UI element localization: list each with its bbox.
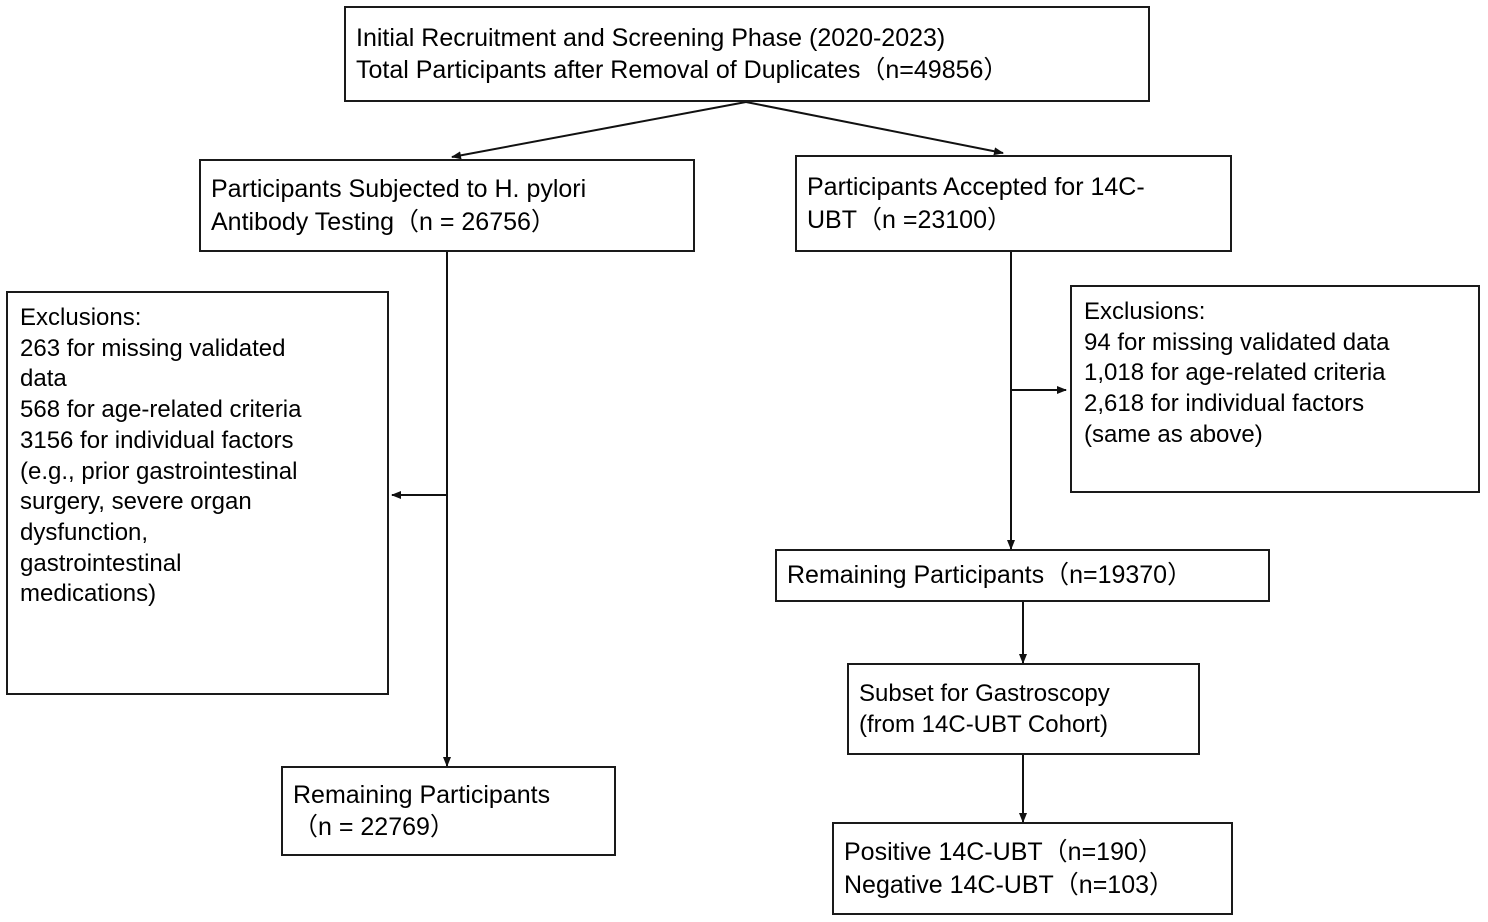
node-exclusions-antibody-line-4: 568 for age-related criteria bbox=[20, 396, 302, 424]
node-exclusions-antibody-line-1: Exclusions: bbox=[20, 304, 142, 331]
node-gastroscopy-subset-line-1: Subset for Gastroscopy bbox=[859, 679, 1110, 707]
node-exclusions-ubt-line-3: 1,018 for age-related criteria bbox=[1084, 359, 1386, 387]
node-exclusions-antibody-line-3: data bbox=[20, 365, 67, 393]
node-remaining-participants-antibody-line-1: Remaining Participants bbox=[293, 780, 551, 809]
node-exclusions-ubt-line-1: Exclusions: bbox=[1084, 298, 1206, 325]
node-initial-recruitment-line-1: Initial Recruitment and Screening Phase … bbox=[356, 23, 946, 52]
node-antibody-testing[interactable]: Participants Subjected to H. pylori Anti… bbox=[199, 159, 695, 252]
connector-top-split bbox=[451, 101, 1004, 160]
node-exclusions-ubt-line-4: 2,618 for individual factors bbox=[1084, 390, 1365, 418]
node-gastroscopy-subset[interactable]: Subset for Gastroscopy (from 14C-UBT Coh… bbox=[847, 663, 1200, 755]
node-exclusions-antibody-line-10: medications) bbox=[20, 580, 157, 608]
node-ubt-accepted[interactable]: Participants Accepted for 14C- UBT（n =23… bbox=[795, 155, 1232, 252]
node-remaining-participants-ubt-line-1: Remaining Participants（n=19370） bbox=[787, 561, 1193, 590]
node-exclusions-antibody-line-6: (e.g., prior gastrointestinal bbox=[20, 457, 298, 485]
node-exclusions-antibody-line-2: 263 for missing validated bbox=[20, 334, 286, 362]
node-exclusions-ubt-line-2: 94 for missing validated data bbox=[1084, 328, 1390, 356]
node-exclusions-ubt-line-5: (same as above) bbox=[1084, 420, 1263, 448]
node-ubt-accepted-line-1: Participants Accepted for 14C- bbox=[807, 173, 1145, 201]
node-ubt-accepted-line-2: UBT（n =23100） bbox=[807, 205, 1012, 234]
node-remaining-participants-antibody-line-2: （n = 22769） bbox=[293, 813, 455, 841]
node-initial-recruitment[interactable]: Initial Recruitment and Screening Phase … bbox=[344, 6, 1150, 102]
node-ubt-results-line-1: Positive 14C-UBT（n=190） bbox=[844, 838, 1163, 866]
node-ubt-results[interactable]: Positive 14C-UBT（n=190） Negative 14C-UBT… bbox=[832, 822, 1233, 915]
node-initial-recruitment-line-2: Total Participants after Removal of Dupl… bbox=[356, 56, 1009, 84]
node-ubt-results-line-2: Negative 14C-UBT（n=103） bbox=[844, 870, 1175, 899]
node-exclusions-antibody-line-5: 3156 for individual factors bbox=[20, 426, 294, 454]
node-exclusions-antibody[interactable]: Exclusions: 263 for missing validated da… bbox=[6, 291, 389, 695]
node-antibody-testing-line-2: Antibody Testing（n = 26756） bbox=[211, 207, 556, 236]
node-gastroscopy-subset-line-2: (from 14C-UBT Cohort) bbox=[859, 711, 1108, 738]
node-remaining-participants-ubt[interactable]: Remaining Participants（n=19370） bbox=[775, 549, 1270, 602]
node-exclusions-ubt[interactable]: Exclusions: 94 for missing validated dat… bbox=[1070, 285, 1480, 493]
node-exclusions-antibody-line-7: surgery, severe organ bbox=[20, 488, 252, 516]
node-remaining-participants-antibody[interactable]: Remaining Participants （n = 22769） bbox=[281, 766, 616, 856]
node-exclusions-antibody-line-8: dysfunction, bbox=[20, 519, 149, 547]
node-antibody-testing-line-1: Participants Subjected to H. pylori bbox=[211, 175, 587, 203]
node-exclusions-antibody-line-9: gastrointestinal bbox=[20, 549, 182, 577]
